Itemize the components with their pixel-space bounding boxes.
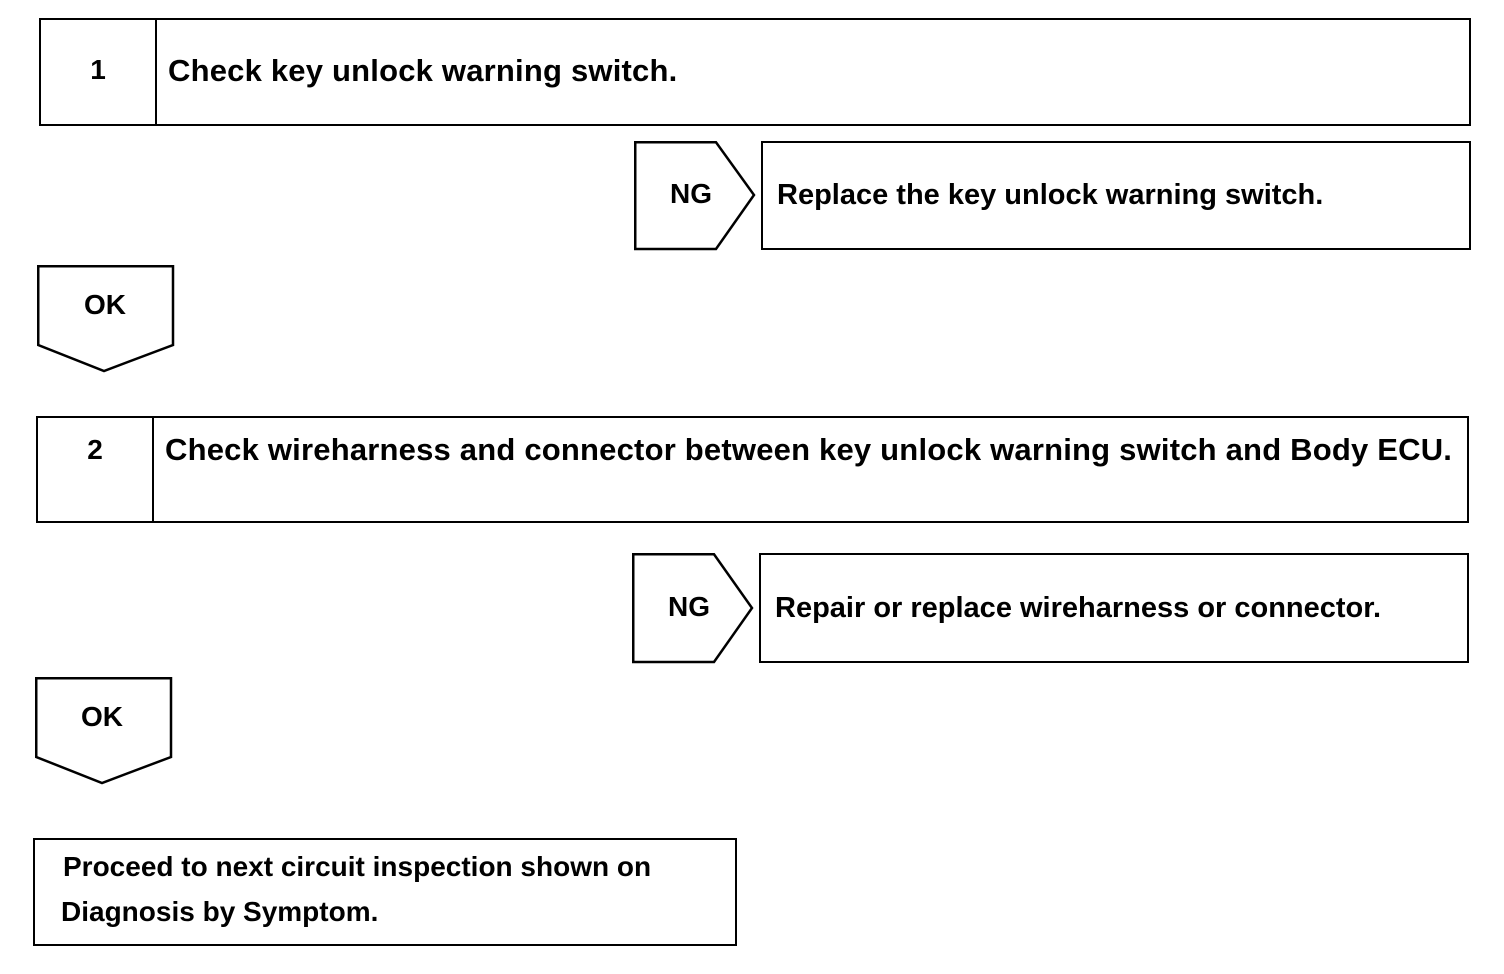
ok-arrow-1-shape bbox=[37, 265, 175, 373]
final-instruction-box: Proceed to next circuit inspection shown… bbox=[33, 838, 737, 946]
ok-arrow-2-shape bbox=[35, 677, 173, 785]
ng-label-2: NG bbox=[668, 591, 710, 622]
step-2-box: 2 Check wireharness and connector betwee… bbox=[36, 416, 1469, 523]
ng-arrow-2-shape bbox=[632, 553, 754, 664]
final-instruction-line-1: Proceed to next circuit inspection shown… bbox=[63, 851, 652, 882]
step-1-box: 1 Check key unlock warning switch. bbox=[39, 18, 1471, 126]
ok-label-2: OK bbox=[81, 701, 123, 732]
step-1-number: 1 bbox=[41, 20, 157, 124]
ng-label-1: NG bbox=[670, 178, 712, 209]
final-instruction-line-2: Diagnosis by Symptom. bbox=[61, 896, 379, 927]
ng-result-1-box: Replace the key unlock warning switch. bbox=[761, 141, 1471, 250]
step-2-text: Check wireharness and connector between … bbox=[165, 432, 1453, 467]
ok-label-1: OK bbox=[84, 289, 126, 320]
ng-result-2-box: Repair or replace wireharness or connect… bbox=[759, 553, 1469, 663]
ng-arrow-1-shape bbox=[634, 141, 756, 251]
step-2-number: 2 bbox=[38, 418, 154, 521]
step-1-text: Check key unlock warning switch. bbox=[168, 53, 678, 88]
